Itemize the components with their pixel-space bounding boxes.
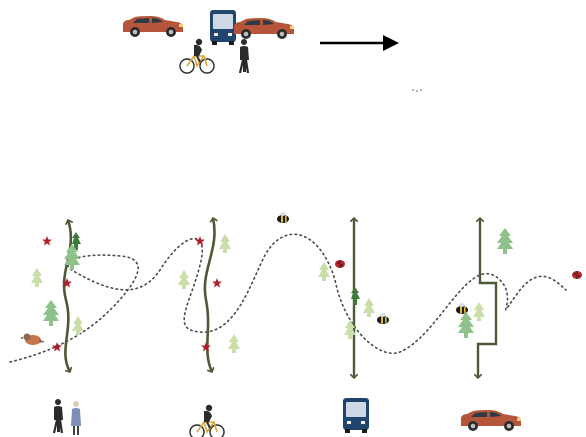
small-dots: [412, 89, 422, 92]
bottom-icons: [54, 398, 521, 437]
stepped-corridor-arrow: [478, 218, 496, 378]
tree-icon: [228, 334, 240, 353]
star-icon: [201, 342, 211, 352]
tree-icon: [318, 262, 330, 281]
tree-icon: [473, 302, 485, 321]
bus-icon: [343, 398, 369, 433]
pedestrian-icon: [240, 39, 249, 73]
ladybug-icon: [335, 260, 345, 268]
star-icon: [212, 278, 222, 288]
star-icon: [42, 236, 52, 246]
bee-icon: [377, 313, 389, 324]
star-icon: [52, 342, 62, 352]
wavy-corridor-arrow: [64, 220, 71, 372]
cyclist-icon: [180, 39, 214, 73]
habitat-cyclist: [178, 234, 240, 353]
habitat-bus: [277, 212, 389, 339]
habitat-pedestrian: [20, 232, 84, 352]
tree-icon: [219, 234, 231, 253]
column-pedestrian: [64, 220, 71, 372]
tree-icon: [72, 316, 84, 335]
pedestrian-elderly-icon: [71, 401, 81, 435]
star-icon: [195, 236, 205, 246]
tree-icon: [458, 312, 474, 338]
car-icon: [234, 18, 294, 39]
right-arrow-icon: [320, 35, 399, 51]
ladybug-icon: [572, 271, 582, 279]
tree-icon: [351, 287, 360, 305]
habitat-car: [456, 228, 582, 338]
tree-icon: [497, 228, 513, 254]
tree-icon: [43, 300, 59, 326]
bee-icon: [277, 212, 289, 223]
column-car: [478, 218, 496, 378]
car-icon: [123, 16, 183, 37]
tree-icon: [178, 270, 190, 289]
bird-icon: [20, 334, 45, 346]
cyclist-icon: [190, 405, 224, 437]
top-legend: [123, 10, 422, 92]
tree-icon: [31, 268, 43, 287]
pedestrian-icon: [54, 399, 63, 433]
tree-icon: [363, 298, 375, 317]
car-icon: [461, 410, 521, 431]
bus-icon: [210, 10, 236, 45]
